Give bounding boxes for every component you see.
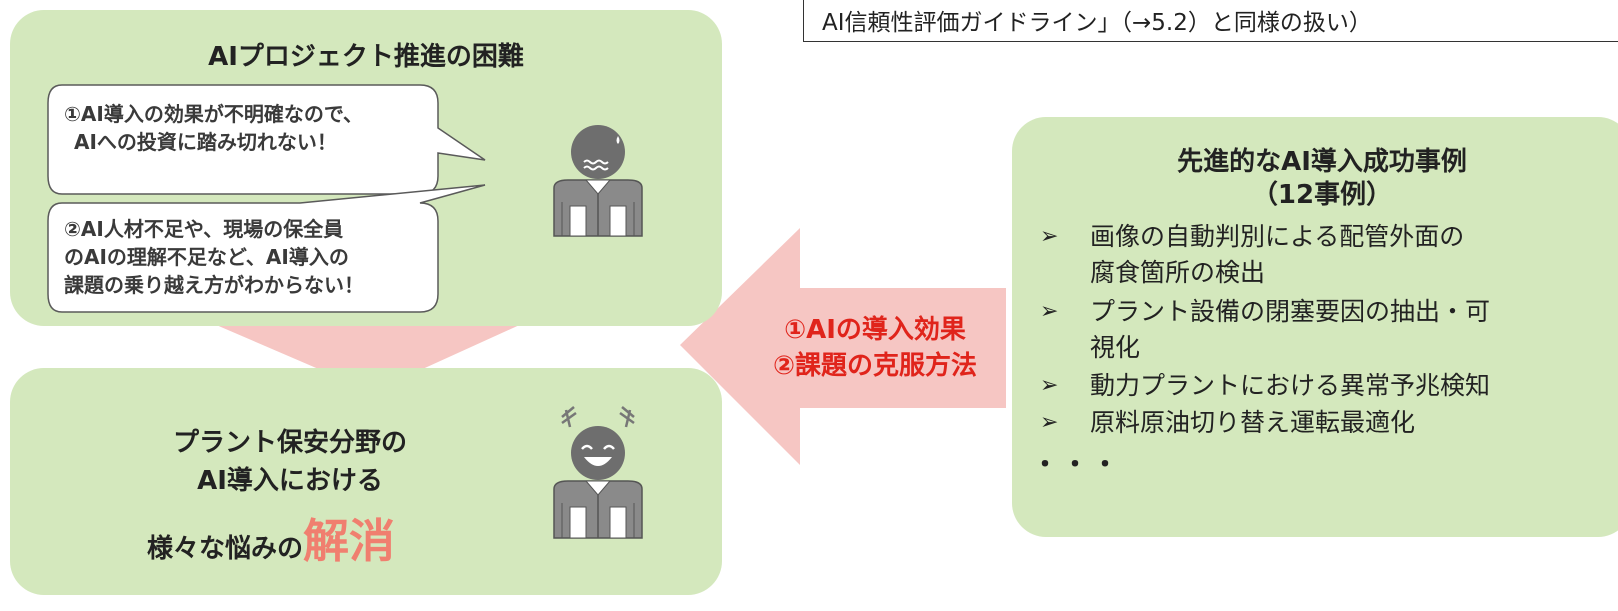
resolution-emphasis: 解消 bbox=[303, 514, 396, 568]
resolution-line1: プラント保安分野の bbox=[172, 428, 407, 458]
bullet-arrow-icon: ➢ bbox=[1040, 410, 1059, 435]
arrow-label: ①AIの導入効果 ②課題の克服方法 bbox=[740, 312, 1010, 384]
case-item-text: 原料原油切り替え運転最適化 bbox=[1090, 405, 1560, 441]
bubble2-line2: のAIの理解不足など、AI導入の bbox=[64, 245, 349, 269]
success-cases-box bbox=[1012, 117, 1618, 537]
case-item: ➢ 原料原油切り替え運転最適化 bbox=[1040, 405, 1570, 441]
arrow-label-line1: ①AIの導入効果 bbox=[784, 315, 966, 345]
resolution-line3: 様々な悩みの解消 bbox=[147, 505, 395, 571]
bubble1-line2: AIへの投資に踏み切れない！ bbox=[74, 130, 337, 154]
case-item: ➢ 動力プラントにおける異常予兆検知 bbox=[1040, 368, 1570, 404]
case-item-text: 動力プラントにおける異常予兆検知 bbox=[1090, 368, 1560, 404]
cases-ellipsis: ・・・ bbox=[1032, 450, 1123, 480]
happy-worker-icon bbox=[553, 406, 643, 539]
cases-subtitle: （12事例） bbox=[1251, 180, 1393, 210]
case-item-line2: 腐食箇所の検出 bbox=[1090, 258, 1266, 287]
bullet-arrow-icon: ➢ bbox=[1040, 299, 1059, 324]
case-item-text: プラント設備の閉塞要因の抽出・可 視化 bbox=[1090, 294, 1560, 366]
down-arrow bbox=[200, 318, 535, 392]
resolution-line2: AI導入における bbox=[197, 466, 383, 496]
case-item-line1: 原料原油切り替え運転最適化 bbox=[1090, 408, 1416, 437]
left-arrow bbox=[680, 228, 1006, 465]
speech-bubbles bbox=[47, 84, 486, 313]
arrow-label-line2: ②課題の克服方法 bbox=[772, 351, 977, 381]
case-item: ➢ プラント設備の閉塞要因の抽出・可 視化 bbox=[1040, 294, 1570, 366]
resolution-line3-prefix: 様々な悩みの bbox=[147, 534, 304, 564]
worried-worker-icon bbox=[553, 125, 643, 237]
case-item-line1: 画像の自動判別による配管外面の bbox=[1090, 222, 1465, 251]
bullet-arrow-icon: ➢ bbox=[1040, 224, 1059, 249]
speech-bubble-2-text: ②AI人材不足や、現場の保全員 のAIの理解不足など、AI導入の 課題の乗り越え… bbox=[64, 215, 364, 299]
case-item-line2: 視化 bbox=[1090, 333, 1141, 362]
bubble2-line1: ②AI人材不足や、現場の保全員 bbox=[64, 217, 344, 241]
case-item: ➢ 画像の自動判別による配管外面の 腐食箇所の検出 bbox=[1040, 219, 1570, 291]
speech-bubble-2 bbox=[47, 184, 486, 313]
bubble2-line3: 課題の乗り越え方がわからない！ bbox=[64, 273, 364, 297]
speech-bubble-1-text: ①AI導入の効果が不明確なので、 AIへの投資に踏み切れない！ bbox=[64, 100, 363, 156]
case-item-text: 画像の自動判別による配管外面の 腐食箇所の検出 bbox=[1090, 219, 1560, 291]
top-note-text: AI信頼性評価ガイドライン」（→5.2）と同様の扱い） bbox=[822, 10, 1372, 36]
bubble1-line1: ①AI導入の効果が不明確なので、 bbox=[64, 102, 364, 126]
bullet-arrow-icon: ➢ bbox=[1040, 373, 1059, 398]
top-note-box: AI信頼性評価ガイドライン」（→5.2）と同様の扱い） bbox=[803, 0, 1618, 42]
case-item-line1: 動力プラントにおける異常予兆検知 bbox=[1090, 371, 1491, 400]
difficulty-title: AIプロジェクト推進の困難 bbox=[208, 42, 524, 72]
case-item-line1: プラント設備の閉塞要因の抽出・可 bbox=[1090, 297, 1491, 326]
cases-title: 先進的なAI導入成功事例 bbox=[1177, 147, 1467, 177]
